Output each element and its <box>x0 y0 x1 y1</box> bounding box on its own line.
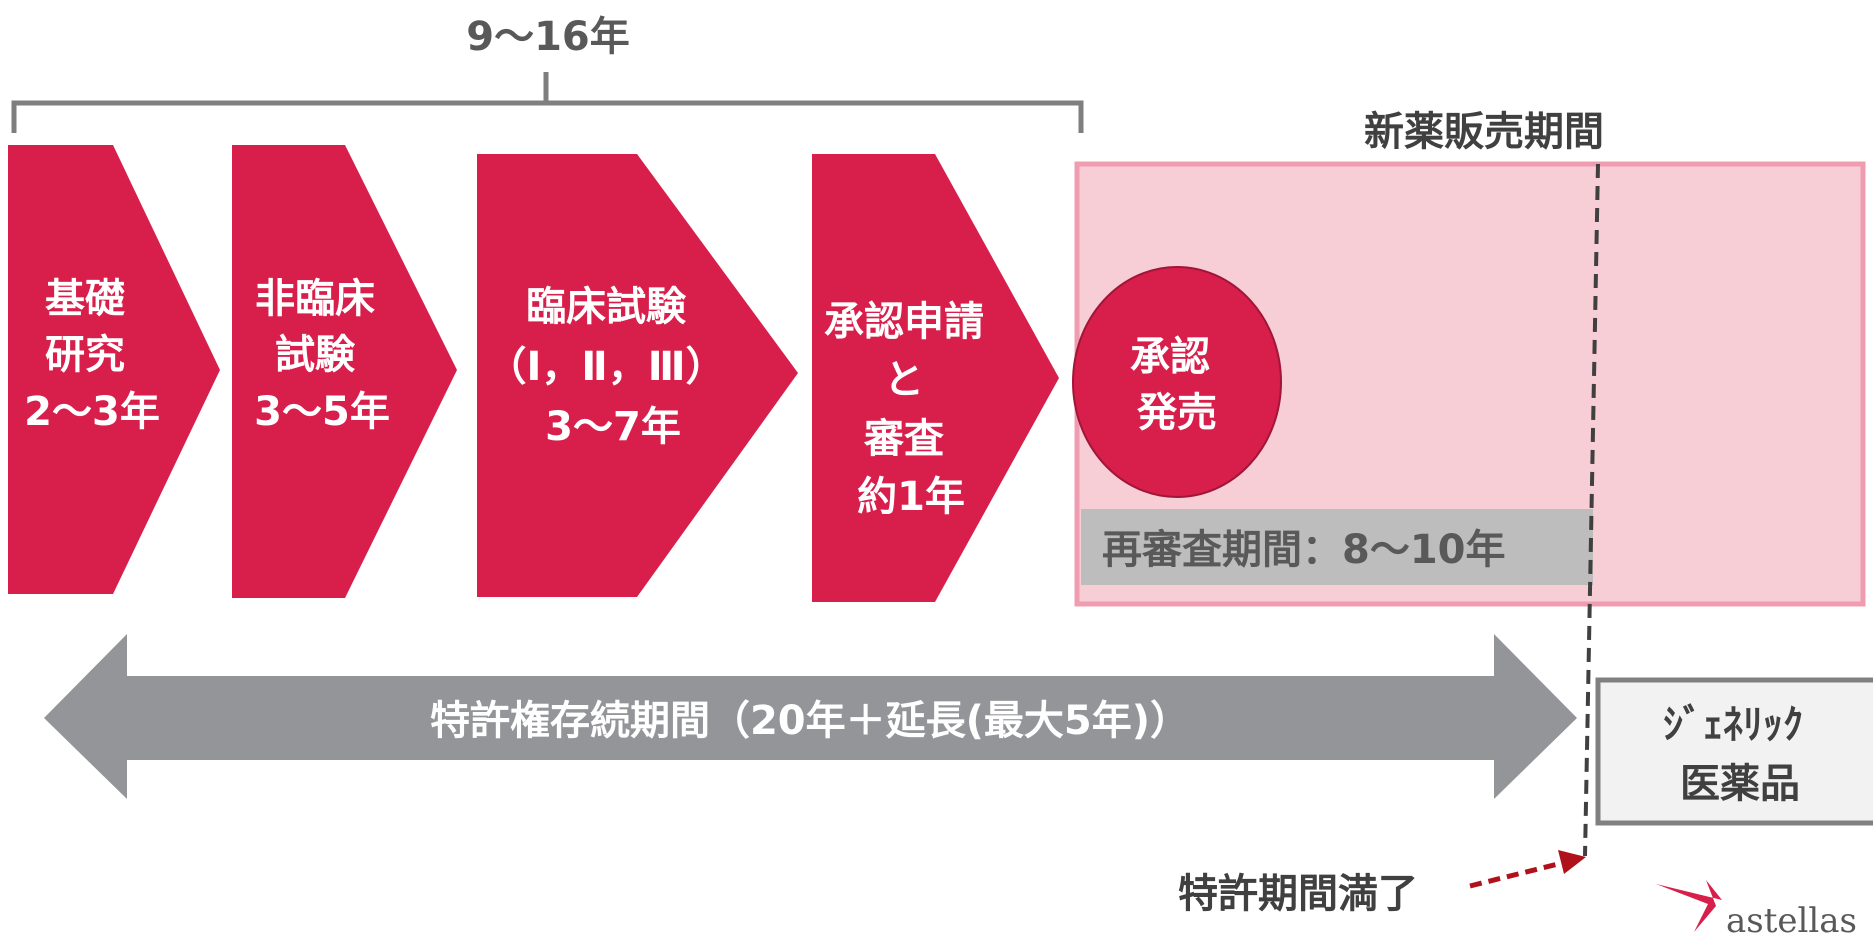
phase-clinical-trials: 臨床試験 （Ⅰ，Ⅱ，Ⅲ） 3〜7年 <box>477 154 798 597</box>
phase-approval-line-4: 約1年 <box>857 474 965 520</box>
phase-approval-line-2: と <box>884 357 924 403</box>
market-period-title: 新薬販売期間 <box>1364 109 1604 155</box>
phase-nonclinical-line-3: 3〜5年 <box>254 389 390 435</box>
patent-expiry-label: 特許期間満了 <box>1178 871 1418 917</box>
patent-duration-label: 特許権存続期間（20年＋延長(最大5年)） <box>430 698 1190 744</box>
svg-text:臨床試験 （Ⅰ，Ⅱ，Ⅲ） 3〜7年: 臨床試験 （Ⅰ，Ⅱ，Ⅲ） 3〜7年 <box>487 284 740 450</box>
approval-launch-line-2: 発売 <box>1137 390 1217 436</box>
generic-drugs-box <box>1595 677 1873 826</box>
astellas-logo: astellas <box>1656 880 1857 936</box>
svg-text:承認申請 と 審査 約1: 承認申請 と 審査 約1年 <box>824 299 998 520</box>
phase-basic-research-line-1: 基礎 <box>45 276 125 322</box>
reexamination-period-label: 再審査期間：8〜10年 <box>1102 527 1506 573</box>
phase-approval-review: 承認申請 と 審査 約1年 <box>812 154 1059 602</box>
patent-duration-arrow <box>44 634 1577 799</box>
phase-nonclinical-line-2: 試験 <box>275 332 356 378</box>
development-duration-label: 9〜16年 <box>466 14 630 60</box>
phase-chevron <box>8 145 220 594</box>
phase-basic-research-line-3: 2〜3年 <box>24 389 160 435</box>
phase-nonclinical-study: 非臨床 試験 3〜5年 <box>232 145 457 598</box>
patent-expiry-arrow <box>1469 850 1586 889</box>
generic-drugs-line-1: ｼﾞｪﾈﾘｯｸ <box>1663 702 1803 748</box>
phase-approval-line-1: 承認申請 <box>824 299 984 345</box>
svg-text:ｼﾞｪﾈﾘｯｸ 医薬品: ｼﾞｪﾈﾘｯｸ 医薬品 <box>1663 702 1817 807</box>
development-bracket <box>11 72 1084 133</box>
reexamination-period-bar <box>1081 509 1593 585</box>
approval-launch-ellipse <box>1072 266 1282 498</box>
phase-chevron <box>232 145 457 598</box>
approval-launch-line-1: 承認 <box>1130 334 1210 380</box>
patent-expiry-line <box>1583 163 1600 857</box>
svg-text:基礎 研究 2〜3年: 基礎 研究 2〜3年 <box>24 276 160 435</box>
phase-basic-research: 基礎 研究 2〜3年 <box>8 145 220 594</box>
astellas-logo-text: astellas <box>1726 901 1857 936</box>
phase-clinical-line-3: 3〜7年 <box>545 404 681 450</box>
phase-approval-line-3: 審査 <box>863 416 944 462</box>
phase-chevron <box>477 154 798 597</box>
astellas-logo-mark <box>1656 880 1722 932</box>
generic-drugs-line-2: 医薬品 <box>1680 761 1800 807</box>
svg-text:非臨床 試験 3〜5年: 非臨床 試験 3〜5年 <box>254 276 390 435</box>
phase-basic-research-line-2: 研究 <box>45 332 125 378</box>
svg-text:承認 発売: 承認 発売 <box>1130 334 1224 436</box>
phase-nonclinical-line-1: 非臨床 <box>255 276 375 322</box>
phase-chevron <box>812 154 1059 602</box>
phase-clinical-line-2: （Ⅰ，Ⅱ，Ⅲ） <box>487 344 726 390</box>
phase-clinical-line-1: 臨床試験 <box>526 284 687 330</box>
